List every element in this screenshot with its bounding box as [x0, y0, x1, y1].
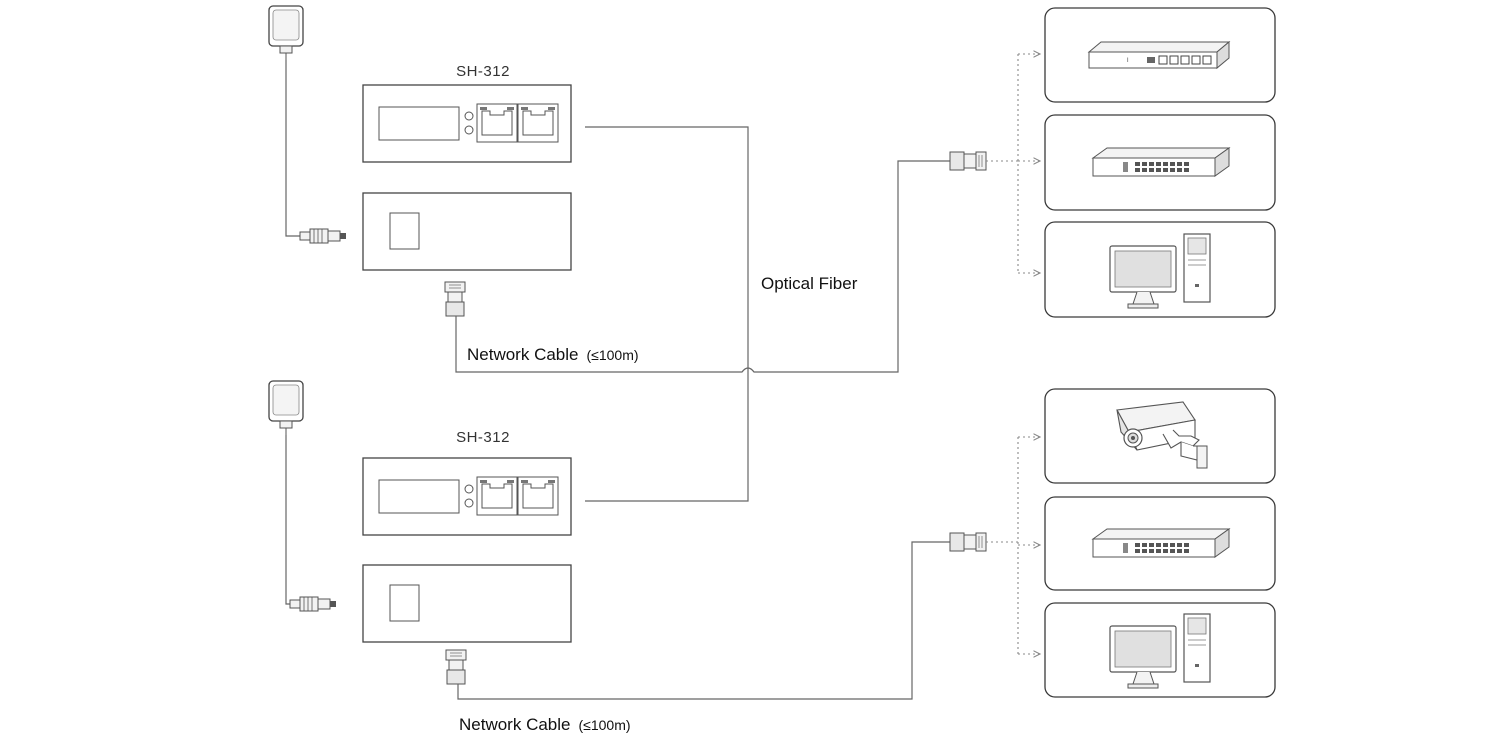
network-cable-line	[455, 160, 950, 373]
switch-icon	[1092, 147, 1230, 177]
network-cable-label: Network Cable(≤100m)	[467, 345, 639, 364]
distribution-line	[986, 54, 1019, 273]
distribution-line	[986, 437, 1019, 654]
power-cord	[285, 435, 300, 605]
media-converter-back	[362, 192, 572, 271]
optical-fiber-label: Optical Fiber	[761, 274, 858, 293]
network-cable-line	[457, 541, 950, 700]
rj45-plug-icon	[949, 532, 987, 552]
switch-icon	[1092, 528, 1230, 558]
device-model-label: SH-312	[456, 63, 510, 80]
dc-plug-icon	[299, 228, 347, 244]
media-converter-back	[362, 564, 572, 643]
network-cable-label: Network Cable(≤100m)	[459, 715, 631, 734]
rj45-plug-icon	[949, 151, 987, 171]
device-model-label: SH-312	[456, 429, 510, 446]
dc-plug-icon	[289, 596, 337, 612]
power-adapter-icon	[268, 380, 304, 436]
rj45-plug-icon	[445, 649, 467, 685]
power-adapter-icon	[268, 5, 304, 61]
rj45-plug-icon	[444, 281, 466, 317]
power-cord	[285, 60, 300, 237]
media-converter-front	[362, 84, 572, 163]
media-converter-front	[362, 457, 572, 536]
optical-fiber-line	[585, 126, 749, 502]
router-icon	[1088, 41, 1230, 69]
